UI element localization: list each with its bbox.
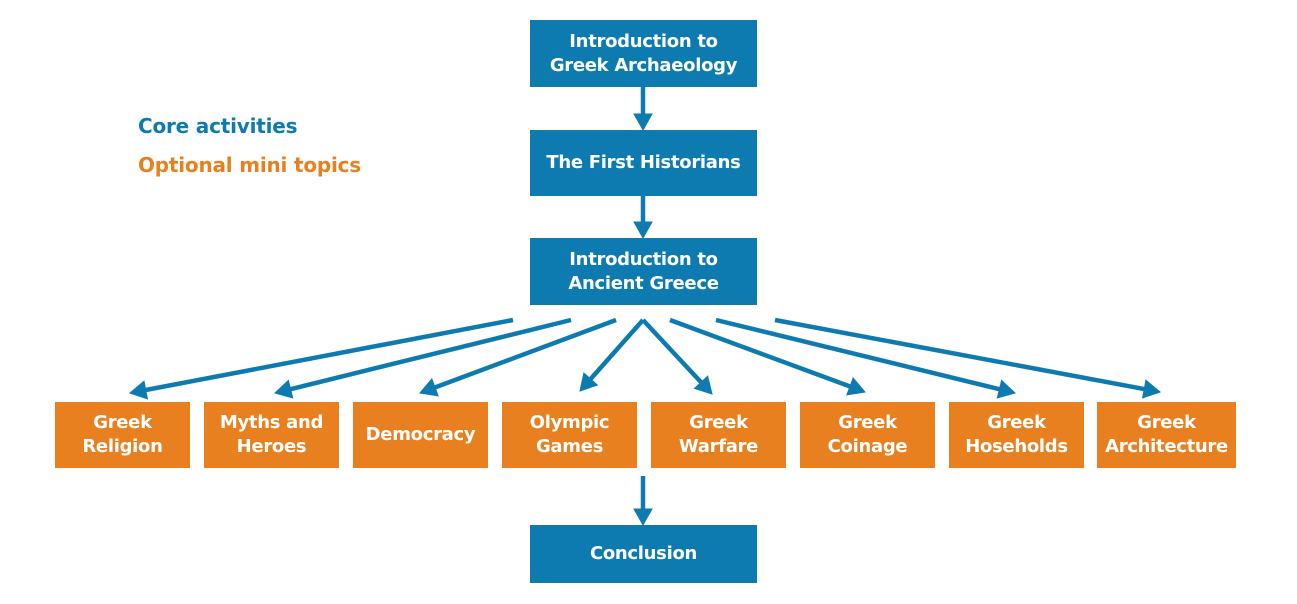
node-warfare[interactable]: Greek Warfare <box>651 402 786 468</box>
arrow-shaft <box>669 317 853 390</box>
arrow-head-icon <box>274 379 294 399</box>
arrow-intro-ancient-greece-to-olympic <box>579 318 645 392</box>
node-first-historians[interactable]: The First Historians <box>530 130 757 196</box>
arrow-shaft <box>288 317 572 392</box>
node-coinage[interactable]: Greek Coinage <box>800 402 935 468</box>
arrow-head-icon <box>1141 379 1162 399</box>
arrow-head-icon <box>693 375 713 395</box>
arrow-first-historians-to-intro-ancient-greece <box>633 196 653 240</box>
arrow-shaft <box>432 317 617 391</box>
node-democracy[interactable]: Democracy <box>353 402 488 468</box>
node-conclusion[interactable]: Conclusion <box>530 525 757 583</box>
node-intro-archaeology[interactable]: Introduction to Greek Archaeology <box>530 20 757 87</box>
arrow-shaft <box>641 318 705 386</box>
arrow-shaft <box>715 317 1002 392</box>
arrow-shaft <box>143 317 514 393</box>
arrow-intro-ancient-greece-to-households <box>715 317 1016 399</box>
arrow-shaft <box>774 317 1147 392</box>
arrow-head-icon <box>419 378 439 397</box>
arrow-intro-ancient-greece-to-architecture <box>774 317 1162 399</box>
node-myths[interactable]: Myths and Heroes <box>204 402 339 468</box>
arrow-head-icon <box>846 377 866 396</box>
legend-core: Core activities <box>138 114 298 138</box>
node-households[interactable]: Greek Hoseholds <box>949 402 1084 468</box>
arrow-head-icon <box>996 379 1016 399</box>
arrow-intro-ancient-greece-to-democracy <box>419 317 617 397</box>
arrow-optional-topics-to-conclusion <box>633 476 653 527</box>
arrow-intro-ancient-greece-to-religion <box>128 317 514 400</box>
node-intro-ancient-greece[interactable]: Introduction to Ancient Greece <box>530 238 757 305</box>
arrow-head-icon <box>633 221 653 240</box>
node-olympic[interactable]: Olympic Games <box>502 402 637 468</box>
legend-optional: Optional mini topics <box>138 153 362 177</box>
arrow-shaft <box>587 318 645 383</box>
arrow-head-icon <box>579 372 599 392</box>
arrow-intro-ancient-greece-to-coinage <box>669 317 866 396</box>
arrow-intro-archaeology-to-first-historians <box>633 87 653 132</box>
arrow-head-icon <box>633 113 653 132</box>
arrow-intro-ancient-greece-to-myths <box>274 317 572 399</box>
node-religion[interactable]: Greek Religion <box>55 402 190 468</box>
node-architecture[interactable]: Greek Architecture <box>1097 402 1236 468</box>
arrow-head-icon <box>633 508 653 527</box>
arrow-head-icon <box>128 380 149 400</box>
arrow-intro-ancient-greece-to-warfare <box>641 318 713 395</box>
